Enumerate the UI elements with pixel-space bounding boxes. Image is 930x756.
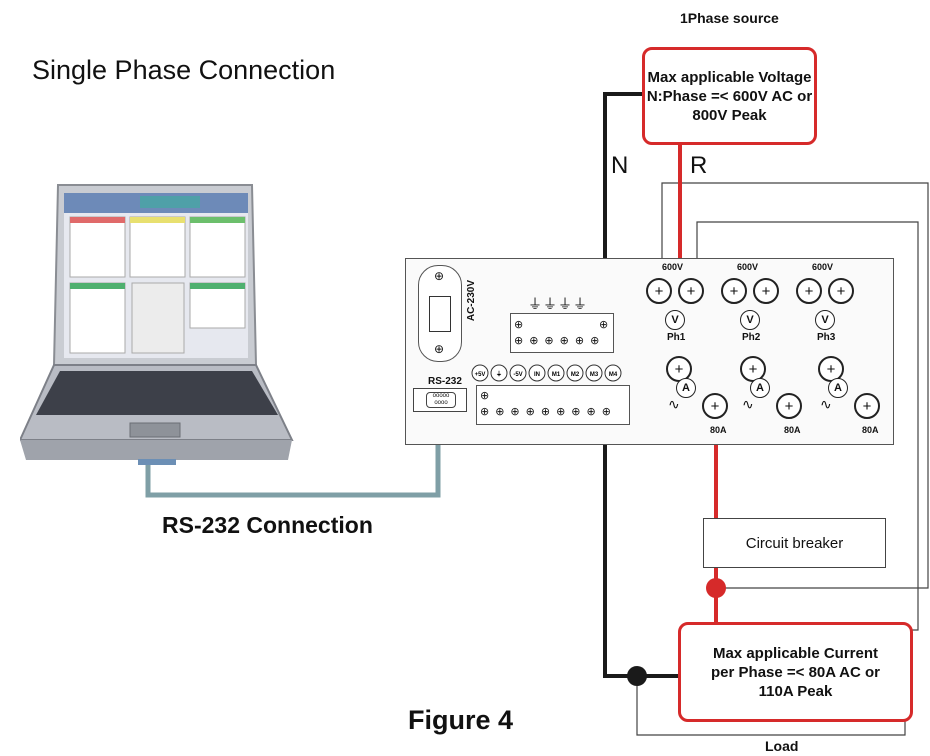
io-terminal-label-circle: [509, 364, 527, 382]
io-terminal-label-circle: [566, 364, 584, 382]
voltmeter-icon: V: [665, 310, 685, 330]
ground-symbols-icon: ⏚⏚⏚⏚: [528, 296, 588, 312]
neutral-label: N: [611, 152, 629, 179]
current-transformer-icon: ∿: [742, 396, 754, 412]
current-terminal-in-icon: +: [818, 356, 844, 382]
current-box-line-2: per Phase =< 80A AC or: [711, 663, 880, 681]
voltage-rating-label: 600V: [812, 262, 834, 272]
io-terminal-label-circle: [547, 364, 565, 382]
laptop-icon: [20, 184, 294, 465]
io-terminal-block: ⊕ ⊕⊕⊕⊕⊕⊕⊕⊕⊕: [476, 385, 630, 425]
ammeter-icon: A: [828, 378, 848, 398]
current-rating-label: 80A: [710, 425, 727, 435]
terminal-screw-row-icon: ⊕⊕⊕⊕⊕⊕: [514, 335, 606, 347]
voltage-box-line-1: Max applicable Voltage: [647, 68, 812, 86]
voltage-rating-label: 600V: [737, 262, 759, 272]
io-terminal-label: +5V: [475, 372, 486, 378]
voltage-rating-label: 600V: [662, 262, 684, 272]
diagram-title: Single Phase Connection: [32, 55, 336, 85]
source-label: 1Phase source: [680, 10, 779, 26]
io-terminal-label-circle: [471, 364, 489, 382]
voltmeter-icon: V: [815, 310, 835, 330]
current-terminal-out-icon: +: [702, 393, 728, 419]
io-terminal-label: M4: [609, 372, 618, 378]
io-terminal-label-circle: [604, 364, 622, 382]
voltage-terminal-icon: +: [678, 278, 704, 304]
neutral-junction-dot: [627, 666, 647, 686]
current-terminal-out-icon: +: [776, 393, 802, 419]
voltage-terminal-icon: +: [646, 278, 672, 304]
io-terminal-label: M1: [552, 372, 561, 378]
voltage-terminal-icon: +: [721, 278, 747, 304]
io-terminal-label-circle: [490, 364, 508, 382]
current-rating-label: 80A: [862, 425, 879, 435]
io-terminal-label-circle: [528, 364, 546, 382]
terminal-screw-icon: ⊕: [514, 319, 524, 331]
terminal-screw-icon: ⊕: [480, 390, 490, 402]
ammeter-icon: A: [750, 378, 770, 398]
figure-caption: Figure 4: [408, 705, 514, 735]
terminal-screw-icon: ⊕: [599, 319, 609, 331]
voltmeter-icon: V: [740, 310, 760, 330]
ac-socket-screw-bottom-icon: ⊕: [434, 342, 445, 356]
io-terminal-label: IN: [534, 372, 540, 378]
current-transformer-icon: ∿: [820, 396, 832, 412]
ac-socket-screw-top-icon: ⊕: [434, 269, 445, 283]
circuit-breaker-box: Circuit breaker: [703, 518, 886, 568]
ammeter-icon: A: [676, 378, 696, 398]
circuit-breaker-label: Circuit breaker: [745, 534, 844, 552]
current-box-line-3: 110A Peak: [758, 682, 833, 700]
top-terminal-block: ⊕ ⊕ ⊕⊕⊕⊕⊕⊕: [510, 313, 614, 353]
io-terminal-label: M3: [590, 372, 599, 378]
io-terminal-label: ⏚: [496, 371, 502, 378]
current-box-line-1: Max applicable Current: [712, 644, 879, 662]
rs232-cable: [145, 415, 441, 498]
load-label: Load: [765, 738, 799, 754]
max-current-box: Max applicable Current per Phase =< 80A …: [678, 622, 913, 722]
voltage-box-line-2: N:Phase =< 600V AC or: [646, 87, 813, 105]
ac-voltage-label: AC-230V: [466, 280, 477, 322]
rs232-port-label: RS-232: [428, 376, 462, 387]
voltage-terminal-icon: +: [796, 278, 822, 304]
ac-socket-slot: [429, 296, 451, 332]
voltage-box-line-3: 800V Peak: [692, 106, 767, 124]
current-rating-label: 80A: [784, 425, 801, 435]
terminal-screw-row-icon: ⊕⊕⊕⊕⊕⊕⊕⊕⊕: [480, 406, 617, 418]
phase-label: Ph2: [742, 332, 761, 343]
current-transformer-icon: ∿: [668, 396, 680, 412]
io-terminal-label-circle: [585, 364, 603, 382]
voltage-terminal-icon: +: [828, 278, 854, 304]
phase-label: Ph1: [667, 332, 686, 343]
current-terminal-out-icon: +: [854, 393, 880, 419]
live-junction-dot: [706, 578, 726, 598]
phase-r-label: R: [690, 152, 708, 179]
voltage-terminal-icon: +: [753, 278, 779, 304]
io-terminal-label: -5V: [513, 372, 522, 378]
current-terminal-in-icon: +: [666, 356, 692, 382]
io-terminal-labels: +5V ⏚ -5V IN M1 M2 M3 M4: [471, 364, 622, 382]
phase-loop-outer-wire: [661, 182, 929, 589]
io-terminal-label: M2: [571, 372, 580, 378]
ac-power-socket: ⊕ ⊕: [418, 265, 462, 362]
max-voltage-box: Max applicable Voltage N:Phase =< 600V A…: [642, 47, 817, 145]
phase-label: Ph3: [817, 332, 836, 343]
connection-label: RS-232 Connection: [162, 512, 373, 538]
